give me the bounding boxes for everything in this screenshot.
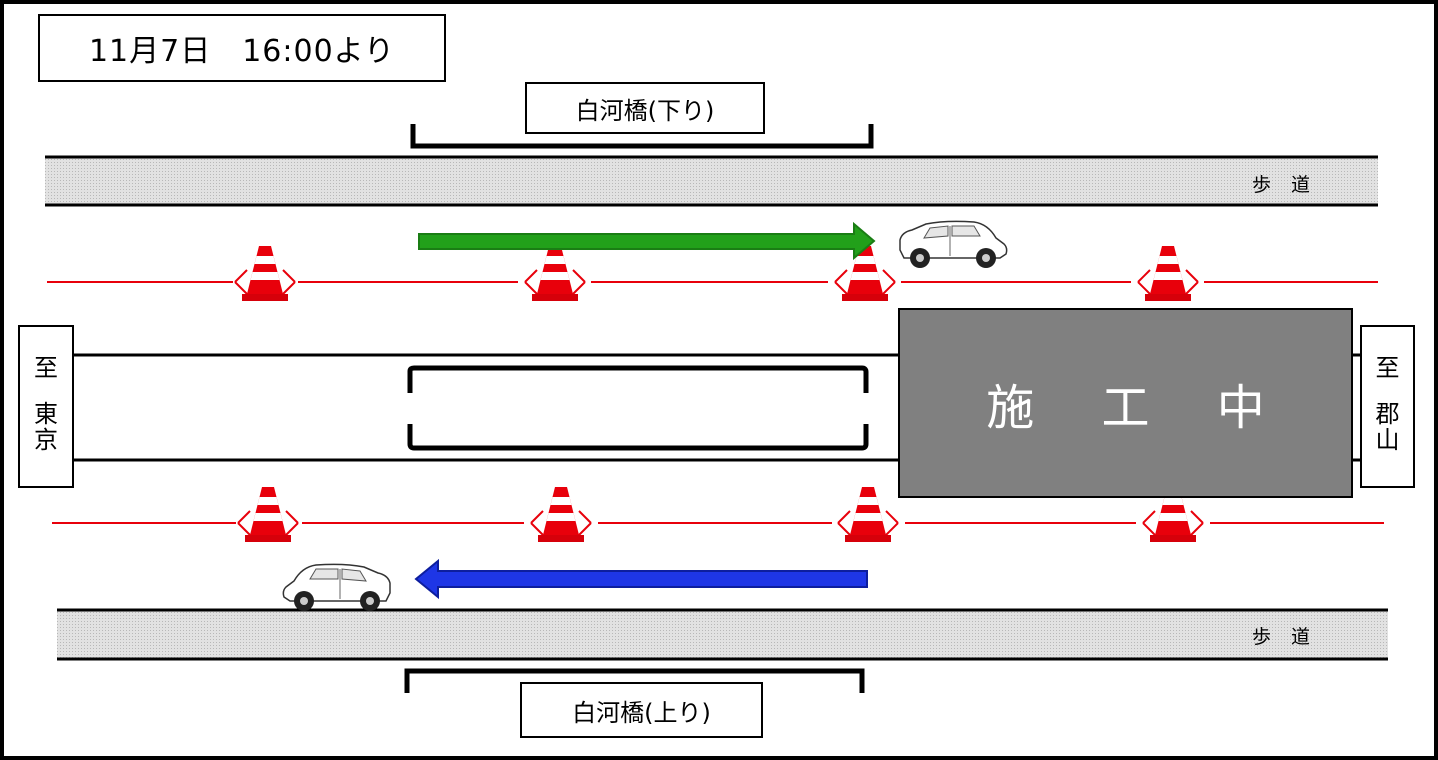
direction-sign-tokyo: 至 東 京	[18, 325, 74, 488]
car-icon	[899, 220, 1008, 269]
direction-prefix: 至	[34, 354, 58, 382]
median-bracket-bottom	[407, 424, 869, 451]
traffic-cone-icon	[834, 245, 896, 302]
traffic-cone-icon	[234, 245, 296, 302]
traffic-cone-icon	[837, 486, 899, 543]
direction-place-char: 京	[34, 426, 58, 454]
traffic-cone-icon	[1137, 245, 1199, 302]
construction-zone: 施 工 中	[898, 308, 1353, 498]
bridge-down-label: 白河橋(下り)	[525, 82, 765, 134]
direction-place-char: 山	[1375, 426, 1400, 454]
direction-sign-koriyama: 至 郡 山	[1360, 325, 1415, 488]
car-icon	[282, 563, 391, 612]
direction-place-char: 郡	[1375, 400, 1400, 428]
median-bracket-top	[407, 365, 869, 393]
direction-prefix: 至	[1375, 354, 1400, 382]
bridge-up-bracket	[404, 668, 865, 693]
bridge-down-bracket	[410, 124, 874, 149]
bridge-up-label: 白河橋(上り)	[520, 682, 763, 738]
traffic-cone-icon	[524, 245, 586, 302]
date-time-label: 11月7日 16:00より	[38, 14, 446, 82]
sidewalk-bottom	[57, 611, 1388, 658]
sidewalk-top	[45, 158, 1378, 204]
direction-place-char: 東	[34, 400, 58, 428]
traffic-cone-icon	[530, 486, 592, 543]
sidewalk-bottom-label: 歩道	[1252, 626, 1331, 648]
construction-label: 施 工 中	[986, 380, 1291, 436]
arrow-left-icon	[414, 558, 868, 600]
sidewalk-top-label: 歩道	[1252, 174, 1331, 196]
arrow-right-icon	[418, 221, 876, 261]
traffic-cone-icon	[237, 486, 299, 543]
